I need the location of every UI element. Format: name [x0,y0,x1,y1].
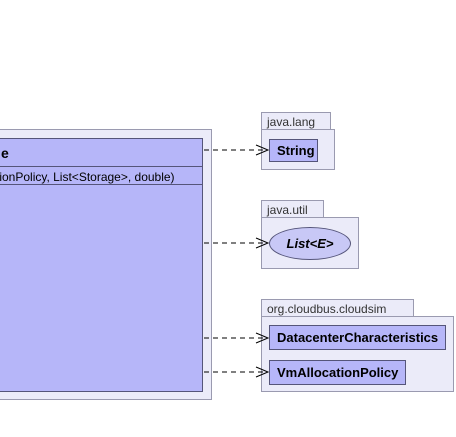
package-tab-java-lang: java.lang [261,112,331,130]
class-vm-allocation-policy[interactable]: VmAllocationPolicy [269,360,406,385]
package-tab-org-cloudbus-cloudsim: org.cloudbus.cloudsim [261,299,414,317]
arrow-to-string [204,144,270,156]
main-class-box[interactable]: e tionPolicy, List<Storage>, double) [0,138,203,392]
interface-list[interactable]: List<E> [269,227,351,260]
main-class-divider-2 [0,184,202,185]
main-class-constructor: tionPolicy, List<Storage>, double) [0,170,175,184]
class-datacenter-characteristics[interactable]: DatacenterCharacteristics [269,325,446,350]
class-string[interactable]: String [269,139,318,162]
package-tab-java-util: java.util [261,200,324,218]
main-class-divider-1 [0,166,202,167]
arrow-to-datacenter-characteristics [204,332,270,344]
main-class-title: e [1,145,9,161]
arrow-to-vm-allocation-policy [204,366,270,378]
arrow-to-list [204,237,270,249]
